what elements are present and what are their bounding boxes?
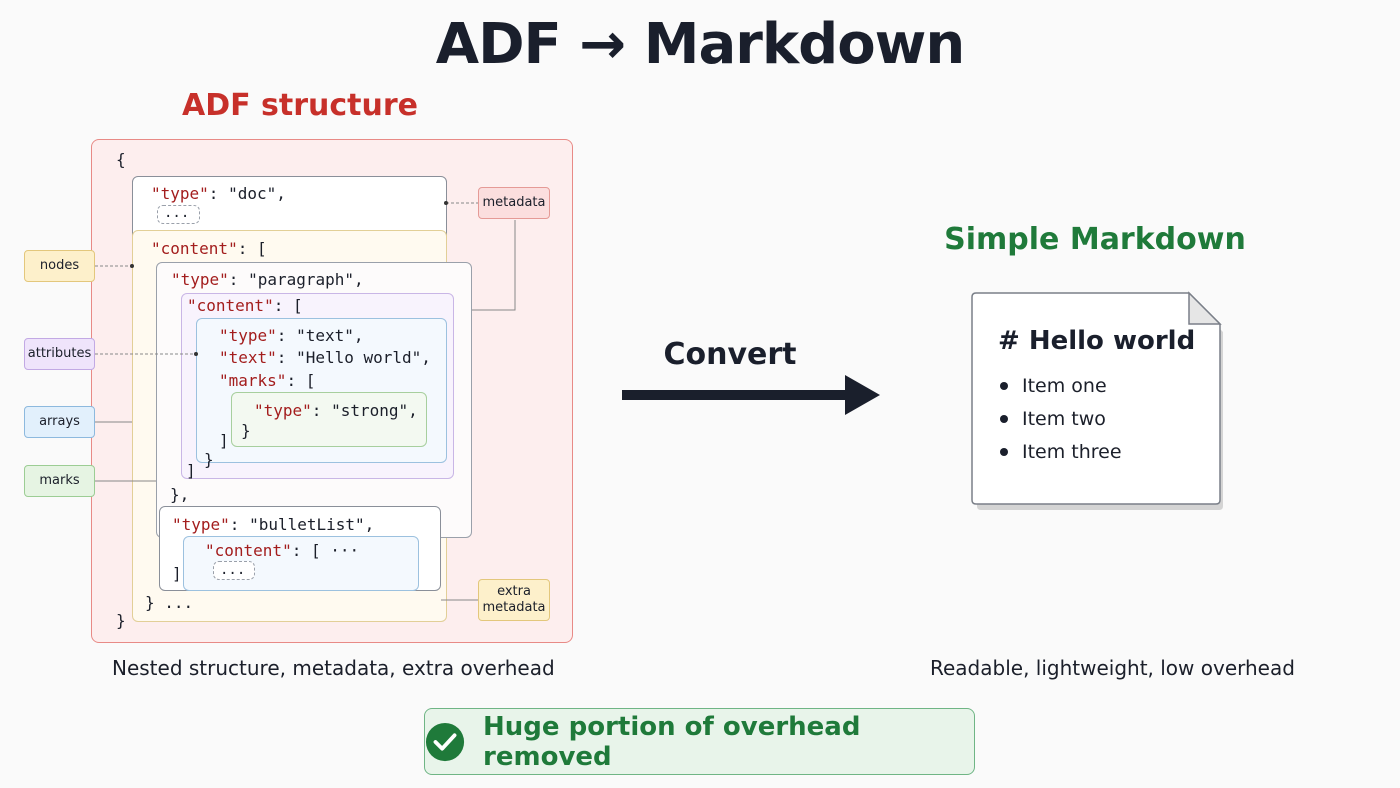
json-key: "marks" bbox=[219, 371, 287, 390]
markdown-h1: # Hello world bbox=[998, 326, 1196, 356]
marks-box bbox=[231, 392, 427, 447]
connector-dot bbox=[194, 352, 198, 356]
metadata-connector bbox=[472, 220, 516, 311]
json-value: : [ bbox=[286, 371, 316, 390]
code-close-bracket: ] bbox=[186, 461, 196, 480]
arrays-tag: arrays bbox=[24, 406, 95, 438]
json-value: : [ bbox=[273, 296, 303, 315]
json-value: : "paragraph", bbox=[228, 270, 364, 289]
code-close-bracket: ] bbox=[172, 564, 182, 583]
markdown-list-item: Item three bbox=[1000, 441, 1122, 463]
code-line-content-inner: "content": [ bbox=[187, 296, 303, 315]
code-line-marks: "marks": [ bbox=[219, 371, 315, 390]
json-value: : "doc", bbox=[208, 184, 286, 203]
code-ellipsis: ... bbox=[220, 562, 246, 578]
markdown-document-card bbox=[971, 291, 1223, 510]
page-title: ADF → Markdown bbox=[435, 12, 966, 77]
ellipsis-box bbox=[213, 561, 255, 580]
bullet-icon bbox=[1000, 415, 1008, 423]
convert-label: Convert bbox=[663, 337, 797, 372]
list-item-text: Item one bbox=[1022, 375, 1107, 397]
banner-text: Huge portion of overhead removed bbox=[483, 711, 861, 772]
overhead-removed-banner: Huge portion of overhead removed bbox=[424, 708, 975, 775]
connector-dot bbox=[130, 264, 134, 268]
bullet-icon bbox=[1000, 448, 1008, 456]
code-ellipsis: ... bbox=[164, 205, 190, 221]
ellipsis-box bbox=[157, 205, 200, 224]
json-key: "content" bbox=[151, 239, 238, 258]
json-value: : "Hello world", bbox=[276, 348, 431, 367]
json-key: "type" bbox=[172, 515, 230, 534]
code-line-type-doc: "type": "doc", bbox=[151, 184, 286, 203]
code-line-text-hello: "text": "Hello world", bbox=[219, 348, 431, 367]
attributes-tag: attributes bbox=[24, 338, 95, 370]
code-line-content-bullet: "content": [ ··· bbox=[205, 541, 359, 560]
json-key: "type" bbox=[171, 270, 229, 289]
code-close-brace: } bbox=[241, 421, 251, 440]
list-item-text: Item three bbox=[1022, 441, 1122, 463]
json-value: : "text", bbox=[276, 326, 364, 345]
connector-dot bbox=[444, 201, 448, 205]
code-close-brace-comma: }, bbox=[170, 485, 190, 504]
json-key: "type" bbox=[151, 184, 209, 203]
code-line-type-bulletlist: "type": "bulletList", bbox=[172, 515, 374, 534]
marks-tag: marks bbox=[24, 465, 95, 497]
code-line-type-text: "type": "text", bbox=[219, 326, 364, 345]
simple-markdown-heading: Simple Markdown bbox=[944, 222, 1246, 257]
list-item-text: Item two bbox=[1022, 408, 1106, 430]
json-key: "type" bbox=[254, 401, 312, 420]
code-line-type-paragraph: "type": "paragraph", bbox=[171, 270, 364, 289]
extra-metadata-tag: extra metadata bbox=[478, 579, 550, 621]
code-final-brace: } bbox=[116, 611, 126, 630]
code-line-type-strong: "type": "strong", bbox=[254, 401, 418, 420]
json-value: : [ bbox=[237, 239, 267, 258]
code-line-content: "content": [ bbox=[151, 239, 267, 258]
json-value: : "strong", bbox=[311, 401, 418, 420]
nodes-tag: nodes bbox=[24, 250, 95, 282]
json-key: "content" bbox=[205, 541, 292, 560]
metadata-tag: metadata bbox=[478, 187, 550, 219]
json-value: : [ ··· bbox=[291, 541, 360, 560]
bullet-icon bbox=[1000, 382, 1008, 390]
json-key: "text" bbox=[219, 348, 277, 367]
adf-caption: Nested structure, metadata, extra overhe… bbox=[112, 656, 555, 680]
convert-arrow bbox=[622, 375, 880, 415]
code-close-brace-ellipsis: } ... bbox=[145, 593, 194, 612]
markdown-caption: Readable, lightweight, low overhead bbox=[930, 656, 1295, 680]
json-key: "type" bbox=[219, 326, 277, 345]
code-close-brace: } bbox=[204, 450, 214, 469]
markdown-list-item: Item one bbox=[1000, 375, 1107, 397]
json-value: : "bulletList", bbox=[229, 515, 375, 534]
code-open-brace: { bbox=[116, 150, 126, 169]
check-circle-icon bbox=[425, 722, 465, 761]
markdown-list-item: Item two bbox=[1000, 408, 1106, 430]
json-key: "content" bbox=[187, 296, 274, 315]
code-close-bracket: ] bbox=[219, 431, 229, 450]
adf-structure-heading: ADF structure bbox=[181, 88, 419, 123]
